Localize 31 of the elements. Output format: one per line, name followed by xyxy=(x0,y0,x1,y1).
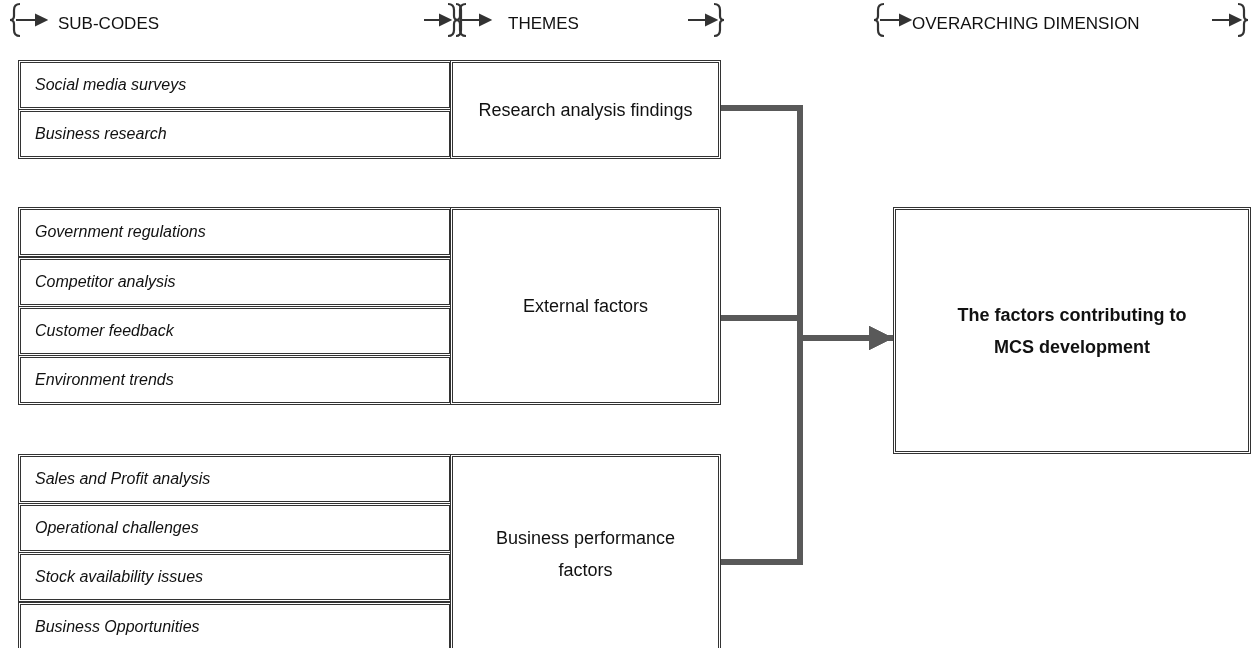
sub-code-box xyxy=(18,355,452,405)
sub-code-box xyxy=(18,602,452,648)
sub-code-text: Environment trends xyxy=(35,371,174,389)
sub-code-text: Operational challenges xyxy=(35,519,199,537)
column-heading: OVERARCHING DIMENSION xyxy=(912,14,1140,34)
sub-code-text: Competitor analysis xyxy=(35,273,176,291)
sub-code-text: Business research xyxy=(35,125,167,143)
sub-code-box xyxy=(18,306,452,356)
theme-text: Research analysis findings xyxy=(478,98,693,122)
theme-text: External factors xyxy=(522,295,649,318)
sub-code-text: Sales and Profit analysis xyxy=(35,470,211,488)
dimension-text: The factors contributing to MCS development xyxy=(956,303,1188,359)
sub-code-box xyxy=(18,503,452,553)
sub-code-text: Stock availability issues xyxy=(35,568,204,586)
sub-code-text: Government regulations xyxy=(35,223,206,241)
theme-box xyxy=(450,207,721,405)
sub-code-box xyxy=(18,552,452,602)
sub-code-box xyxy=(18,109,452,159)
sub-code-text: Business Opportunities xyxy=(35,618,200,636)
sub-code-box xyxy=(18,257,452,307)
column-heading: SUB-CODES xyxy=(58,14,160,34)
theme-box xyxy=(450,60,721,159)
dimension-box xyxy=(893,207,1251,454)
sub-code-text: Customer feedback xyxy=(35,322,174,340)
theme-text: Business performance factors xyxy=(494,527,677,582)
sub-code-box xyxy=(18,60,452,110)
theme-box xyxy=(450,454,721,648)
column-heading: THEMES xyxy=(508,14,579,34)
sub-code-box xyxy=(18,454,452,504)
sub-code-box xyxy=(18,207,452,257)
sub-code-text: Social media surveys xyxy=(35,76,187,94)
